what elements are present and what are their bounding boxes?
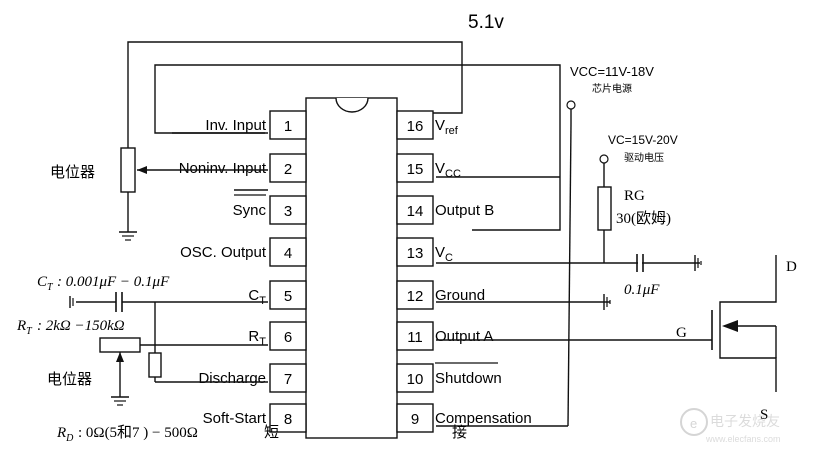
- pin-number: 4: [284, 245, 292, 262]
- svg-text:电子发烧友: 电子发烧友: [710, 413, 780, 429]
- rd-connect-label: 接: [452, 424, 467, 441]
- pin-number: 10: [407, 371, 424, 388]
- right-pin-12: 12 Ground: [396, 280, 485, 310]
- watermark-logo: e 电子发烧友 www.elecfans.com: [680, 408, 781, 444]
- vc-drive-branch: VC=15V-20V 驱动电压 RG 30(欧姆): [597, 133, 678, 263]
- left-pin-6: 6 RT: [248, 321, 307, 351]
- ic-body: [305, 97, 398, 439]
- ct-label: CT: [37, 274, 54, 293]
- left-pin-4: 4 OSC. Output: [180, 237, 307, 267]
- right-pin-16: 16 Vref: [396, 110, 459, 140]
- pin-number: 12: [407, 288, 424, 305]
- mosfet-drain-label: D: [786, 259, 797, 275]
- pot2-label: 电位器: [47, 371, 92, 388]
- rg-value-label: 30(欧姆): [616, 210, 671, 227]
- right-pin-14: 14 Output B: [396, 195, 494, 225]
- pin-number: 3: [284, 203, 292, 220]
- pin-number: 11: [407, 329, 423, 346]
- pin-label: OSC. Output: [180, 244, 267, 261]
- left-pin-7: 7 Discharge: [198, 363, 307, 393]
- pin-label: CT: [248, 287, 266, 307]
- pin-label: Discharge: [198, 370, 266, 387]
- right-pin-11: 11 Output A: [396, 321, 493, 351]
- pin-label: Ground: [435, 287, 485, 304]
- pin-label: Soft-Start: [203, 410, 267, 427]
- svg-text:www.elecfans.com: www.elecfans.com: [705, 434, 781, 444]
- ct-range-label: : 0.001μF − 0.1μF: [57, 274, 170, 290]
- right-pin-10: 10 Shutdown: [396, 362, 502, 393]
- mosfet-gate-label: G: [676, 325, 687, 341]
- left-pin-1: 1 Inv. Input: [205, 110, 307, 140]
- pin-label: Noninv. Input: [179, 160, 267, 177]
- right-pin-13: 13 VC: [396, 237, 453, 267]
- rd-resistor: RD : 0Ω(5和7 ) − 500Ω 短 接: [56, 302, 467, 444]
- vcc-terminal: VCC=11V-18V 芯片电源: [566, 64, 654, 427]
- pot1-symbol: 电位器: [50, 147, 147, 241]
- pin-label: Sync: [233, 202, 267, 219]
- vc-drive-label: VC=15V-20V: [608, 133, 678, 147]
- rd-range-label: : 0Ω(5和7 ) − 500Ω: [78, 424, 198, 441]
- pin-label: Shutdown: [435, 370, 502, 387]
- pin12-ground-symbol: [603, 294, 611, 310]
- pot1-label: 电位器: [50, 164, 95, 181]
- pin-number: 8: [284, 411, 292, 428]
- pin-label: Inv. Input: [205, 117, 266, 134]
- pin-label: VC: [435, 244, 453, 264]
- left-pins: 1 Inv. Input 2 Noninv. Input 3 Sync 4 OSC. Outp…: [179, 110, 307, 433]
- pin-number: 16: [407, 118, 424, 135]
- pin-number: 1: [284, 118, 292, 135]
- vcc-supply-label: VCC=11V-18V: [570, 64, 654, 79]
- ct-capacitor: CT : 0.001μF − 0.1μF: [37, 274, 170, 312]
- rt-label: RT: [16, 318, 33, 337]
- pin-label: RT: [248, 328, 266, 348]
- pin-label: Vref: [435, 117, 459, 137]
- mosfet-symbol: D G S: [676, 255, 797, 423]
- vcc-supply-cn-label: 芯片电源: [592, 82, 632, 95]
- pin-wires: [137, 132, 712, 427]
- pin-label: Compensation: [435, 410, 532, 427]
- vc-bypass-capacitor: 0.1μF: [624, 254, 702, 298]
- left-pin-3: 3 Sync: [233, 194, 307, 225]
- pin-number: 13: [407, 245, 424, 262]
- left-pin-2: 2 Noninv. Input: [179, 153, 307, 183]
- pin-label: Output A: [435, 328, 493, 345]
- svg-text:e: e: [690, 416, 697, 431]
- cap-value-label: 0.1μF: [624, 282, 660, 298]
- pin-number: 9: [411, 411, 419, 428]
- left-pin-5: 5 CT: [248, 280, 307, 310]
- rd-label: RD: [56, 425, 74, 444]
- pin-number: 14: [407, 203, 424, 220]
- rt-potentiometer: RT : 2kΩ −150kΩ 电位器: [16, 318, 141, 406]
- pin-number: 7: [284, 371, 292, 388]
- pin-number: 15: [407, 161, 424, 178]
- right-pin-9: 9 Compensation: [396, 403, 532, 433]
- rt-range-label: : 2kΩ −150kΩ: [37, 318, 125, 334]
- pin-number: 5: [284, 288, 292, 305]
- mosfet-source-label: S: [760, 407, 768, 423]
- rg-name-label: RG: [624, 188, 645, 204]
- pin-number: 2: [284, 161, 292, 178]
- pin-label: Output B: [435, 202, 494, 219]
- vref-voltage-label: 5.1v: [468, 12, 504, 33]
- rd-short-label: 短: [264, 424, 279, 441]
- vc-drive-cn-label: 驱动电压: [624, 151, 664, 164]
- left-pin-8: 8 Soft-Start: [203, 403, 307, 433]
- rg-resistor: [597, 186, 612, 231]
- pin-number: 6: [284, 329, 292, 346]
